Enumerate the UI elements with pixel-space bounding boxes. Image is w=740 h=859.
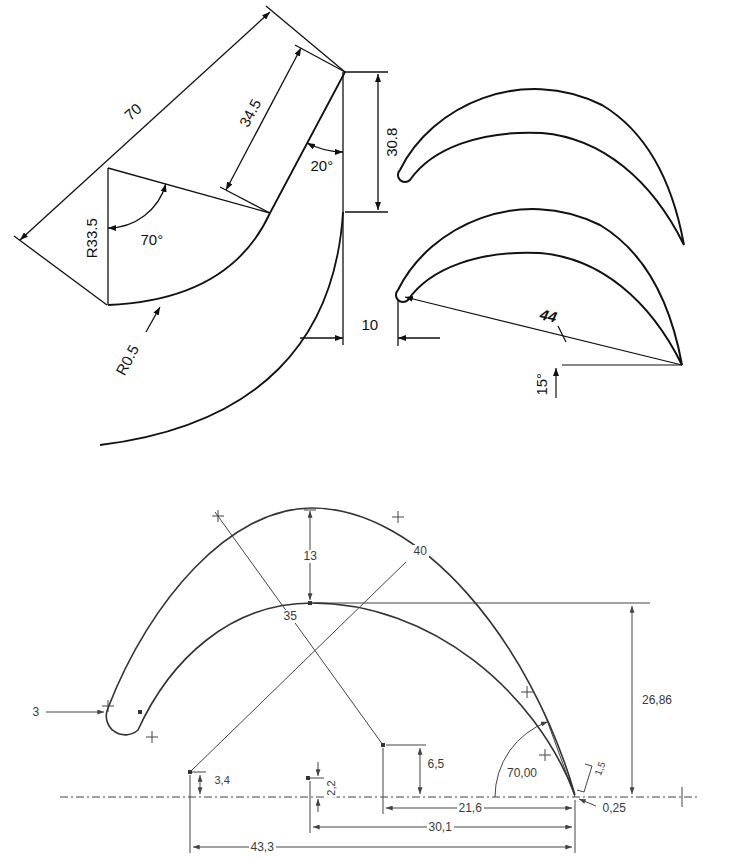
base-line	[60, 797, 700, 798]
extension-line	[295, 45, 345, 72]
dimension-label: 13	[302, 550, 319, 563]
profile-construction	[46, 510, 700, 853]
blade-profile	[398, 89, 684, 245]
dimension-line	[377, 74, 378, 210]
dimension-label: 35	[282, 610, 299, 623]
dimension-line	[200, 775, 201, 794]
dimension-label: R33.5	[84, 216, 101, 260]
radius-line	[107, 168, 108, 305]
dimension-line	[420, 748, 421, 794]
dimension-line	[318, 799, 319, 812]
cascade-dimensions	[405, 297, 682, 398]
blade-profile	[106, 508, 575, 795]
angle-arc	[108, 184, 166, 228]
radius-line	[108, 168, 270, 213]
dimension-label: 70°	[139, 232, 166, 249]
radius-line	[215, 512, 383, 745]
extension-line	[386, 745, 426, 746]
radius-line	[190, 562, 406, 772]
extension-line	[345, 211, 388, 212]
blade-pressure-line	[100, 212, 343, 445]
extension-line	[220, 187, 270, 213]
extension-line	[345, 71, 388, 72]
dimension-bracket	[577, 764, 592, 792]
leader-line	[579, 799, 596, 806]
dimension-label: 10	[360, 317, 381, 334]
dimension-label: 30,1	[427, 821, 454, 834]
extension-line	[310, 778, 324, 779]
dimension-tick	[558, 326, 566, 342]
extension-line	[192, 772, 206, 773]
dimension-label: 1,5	[592, 758, 608, 779]
dimension-line	[318, 762, 319, 776]
dimension-label: 34.5	[235, 94, 265, 131]
center-point	[138, 710, 142, 714]
dimension-label: 43,3	[249, 841, 276, 854]
dimension-line	[226, 48, 301, 190]
end-tick	[682, 787, 683, 807]
angle-arrow	[555, 368, 556, 398]
dimension-line	[398, 337, 440, 338]
dimension-label: 30.8	[384, 125, 401, 158]
dimension-label: 3	[31, 706, 42, 719]
construction-sketch	[14, 6, 440, 445]
extension-line	[397, 300, 398, 346]
dimension-line	[20, 12, 270, 240]
dimension-label: 0,25	[601, 802, 628, 815]
dimension-label: 20°	[309, 158, 336, 175]
dimension-label: 70,00	[505, 767, 539, 780]
chord-line	[405, 297, 682, 365]
dimension-label: 70	[120, 99, 146, 125]
leader-line	[146, 307, 160, 332]
extension-line	[575, 800, 576, 853]
dimension-label: 2,2	[324, 778, 336, 797]
extension-line	[310, 781, 311, 833]
center-point	[381, 743, 385, 747]
blade-cascade	[396, 89, 684, 365]
extension-line	[190, 775, 191, 853]
center-points	[138, 601, 385, 780]
dimension-label: 21,6	[457, 802, 484, 815]
angle-arc	[495, 722, 548, 797]
extension-line	[383, 748, 384, 814]
dimension-label: 15°	[534, 370, 551, 397]
center-point	[306, 776, 310, 780]
reference-line	[562, 364, 682, 365]
dimension-label: 6,5	[426, 758, 447, 771]
dimension-label: 40	[412, 545, 429, 558]
dimension-line	[300, 337, 343, 338]
center-point	[188, 770, 192, 774]
center-point	[308, 601, 312, 605]
extension-line	[266, 6, 345, 72]
dimension-line	[632, 606, 633, 794]
dimension-label: 44	[536, 305, 560, 326]
dimension-label: R0.5	[112, 340, 143, 379]
construction-mark	[102, 510, 551, 761]
reference-line	[342, 72, 343, 345]
angle-arc	[307, 143, 343, 152]
dimension-label: 26,86	[640, 694, 674, 707]
leader-line	[46, 712, 104, 713]
dimension-label: 3,4	[213, 774, 232, 786]
blade-profile	[396, 209, 682, 365]
